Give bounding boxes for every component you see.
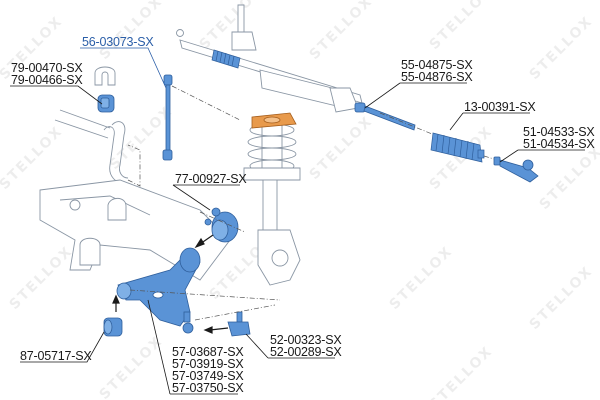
callout-control-arm[interactable]: 57-03687-SX 57-03919-SX 57-03749-SX 57-0… bbox=[172, 345, 244, 395]
part-number: 56-03073-SX bbox=[82, 35, 154, 49]
ball-joint-part bbox=[227, 311, 251, 337]
part-number: 79-00466-SX bbox=[11, 73, 83, 87]
assembly-arrows bbox=[112, 234, 229, 334]
front-bushing-part bbox=[103, 317, 123, 337]
part-number: 52-00289-SX bbox=[270, 345, 342, 359]
callout-inner-tie-rod[interactable]: 55-04875-SX 55-04876-SX bbox=[401, 58, 473, 84]
callout-stab-link[interactable]: 56-03073-SX bbox=[82, 35, 154, 49]
control-arm-part bbox=[116, 247, 201, 334]
stabilizer-bar bbox=[54, 109, 129, 185]
callout-outer-tie-rod-end[interactable]: 51-04533-SX 51-04534-SX bbox=[523, 125, 595, 151]
steering-boot-part bbox=[430, 132, 485, 163]
callout-front-arm-bushing[interactable]: 87-05717-SX bbox=[20, 349, 92, 363]
part-number: 57-03750-SX bbox=[172, 381, 244, 395]
stab-bracket bbox=[94, 66, 116, 86]
outer-tie-rod-part bbox=[493, 156, 539, 183]
rack-boot-left bbox=[211, 49, 241, 69]
part-number: 77-00927-SX bbox=[175, 172, 247, 186]
part-number: 55-04876-SX bbox=[401, 70, 473, 84]
part-number: 57-03749-SX bbox=[172, 369, 244, 383]
part-number: 51-04534-SX bbox=[523, 137, 595, 151]
part-number: 87-05717-SX bbox=[20, 349, 92, 363]
part-number: 57-03687-SX bbox=[172, 345, 244, 359]
rear-bushing-part bbox=[204, 207, 239, 243]
part-number: 51-04533-SX bbox=[523, 125, 595, 139]
callout-ball-joint[interactable]: 52-00323-SX 52-00289-SX bbox=[270, 333, 342, 359]
strut-top-mount bbox=[251, 112, 297, 129]
subframe bbox=[39, 179, 231, 281]
guide-lines bbox=[127, 85, 495, 321]
strut-assembly bbox=[243, 123, 301, 286]
stab-link-part bbox=[162, 74, 173, 161]
callout-stab-bushing[interactable]: 79-00470-SX 79-00466-SX bbox=[11, 61, 83, 87]
part-number: 79-00470-SX bbox=[11, 61, 83, 75]
part-number: 57-03919-SX bbox=[172, 357, 244, 371]
part-number: 55-04875-SX bbox=[401, 58, 473, 72]
callout-steering-boot[interactable]: 13-00391-SX bbox=[464, 100, 536, 114]
part-number: 52-00323-SX bbox=[270, 333, 342, 347]
inner-tie-rod-part bbox=[354, 102, 416, 131]
leader-lines bbox=[10, 47, 585, 395]
callout-rear-arm-bushing[interactable]: 77-00927-SX bbox=[175, 172, 247, 186]
part-number: 13-00391-SX bbox=[464, 100, 536, 114]
steering-rack bbox=[176, 4, 363, 113]
stab-bushing-part bbox=[97, 94, 115, 113]
